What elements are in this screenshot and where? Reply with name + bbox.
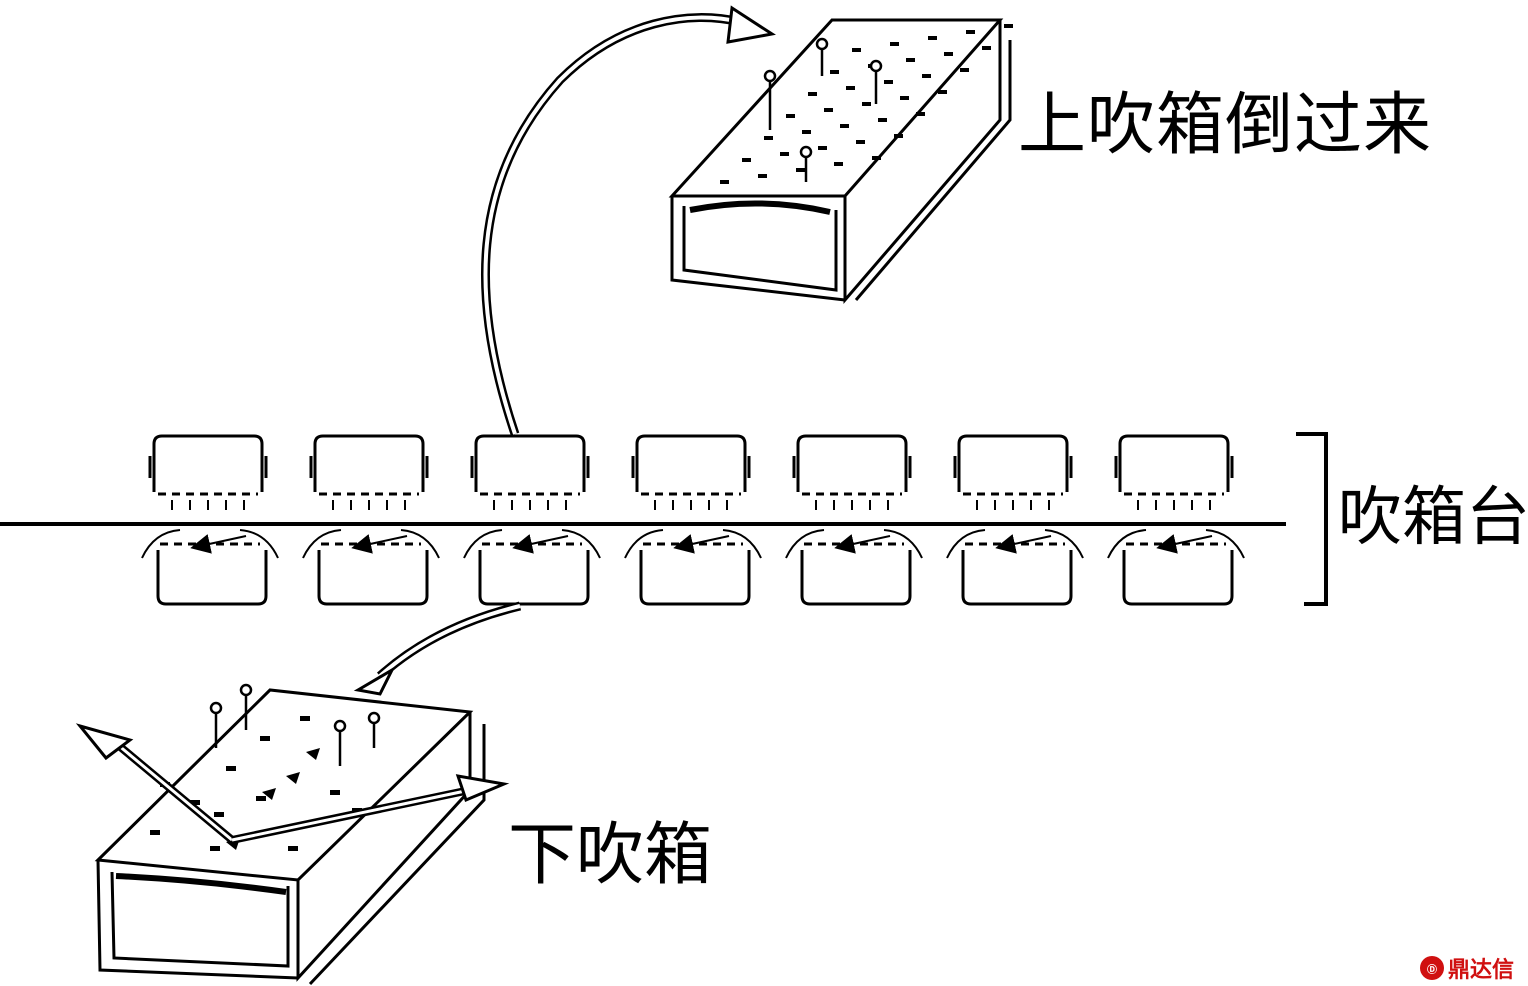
flip-arrow-up	[480, 5, 776, 436]
air-hole	[872, 156, 881, 160]
air-hole	[260, 736, 270, 741]
watermark-text: 鼎达信	[1448, 958, 1515, 983]
air-hole	[862, 102, 871, 106]
air-hole	[818, 146, 827, 150]
air-hole	[852, 48, 861, 52]
air-hole	[960, 68, 969, 72]
air-hole	[720, 180, 729, 184]
air-hole	[922, 74, 931, 78]
air-hole	[878, 118, 887, 122]
nozzle-pair	[141, 434, 279, 606]
air-hole	[300, 716, 310, 721]
air-hole	[214, 812, 224, 817]
watermark-logo-icon: Ⓓ	[1420, 956, 1444, 980]
air-hole	[846, 86, 855, 90]
air-hole	[982, 46, 991, 50]
air-hole	[210, 846, 220, 851]
air-hole	[830, 70, 839, 74]
nozzle-pair	[946, 434, 1084, 606]
air-hole	[900, 96, 909, 100]
air-jet-mark	[262, 788, 276, 800]
nozzle-row	[141, 434, 1245, 606]
air-hole	[780, 152, 789, 156]
air-hole	[786, 114, 795, 118]
air-hole	[928, 36, 937, 40]
upper-box-label: 上吹箱倒过来	[1018, 86, 1433, 165]
air-hole	[938, 90, 947, 94]
air-hole	[890, 42, 899, 46]
lower-box-label: 下吹箱	[508, 816, 713, 895]
upper-blow-box	[668, 18, 1013, 305]
air-hole	[944, 52, 953, 56]
air-hole	[742, 158, 751, 162]
nozzle-pair	[624, 434, 762, 606]
watermark: Ⓓ 鼎达信	[1420, 952, 1514, 984]
air-hole	[1004, 24, 1013, 28]
nozzle-pair	[302, 434, 440, 606]
transfer-arrow-down	[353, 601, 522, 696]
air-hole	[966, 30, 975, 34]
air-hole	[824, 108, 833, 112]
air-hole	[764, 136, 773, 140]
air-hole	[802, 130, 811, 134]
air-hole	[916, 112, 925, 116]
air-hole	[190, 800, 200, 805]
air-hole	[856, 140, 865, 144]
air-hole	[808, 92, 817, 96]
air-hole	[256, 796, 266, 801]
table-bracket	[1296, 432, 1328, 606]
air-hole	[796, 168, 805, 172]
air-hole	[150, 830, 160, 835]
air-jet-mark	[306, 748, 320, 760]
air-hole	[758, 174, 767, 178]
air-hole	[834, 162, 843, 166]
air-hole	[330, 790, 340, 795]
air-jet-mark	[286, 772, 300, 784]
blowing-table-label: 吹箱台	[1338, 481, 1528, 555]
air-hole	[884, 80, 893, 84]
air-hole	[906, 58, 915, 62]
nozzle-pair	[1107, 434, 1245, 606]
air-hole	[840, 124, 849, 128]
air-hole	[288, 846, 298, 851]
nozzle-pair	[463, 434, 601, 606]
lower-blow-box	[75, 683, 510, 986]
air-hole	[226, 766, 236, 771]
air-hole	[894, 134, 903, 138]
nozzle-pair	[785, 434, 923, 606]
